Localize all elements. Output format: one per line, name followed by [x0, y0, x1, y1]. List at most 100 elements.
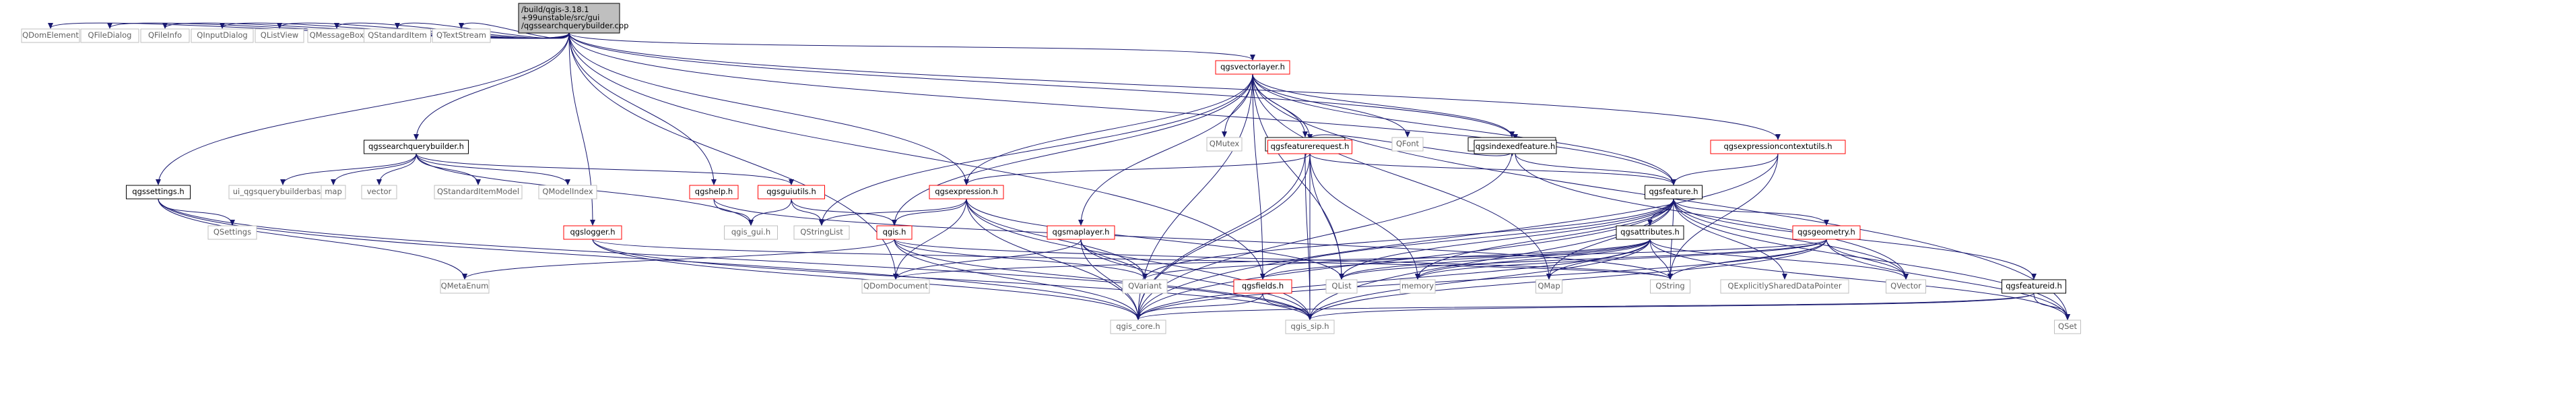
- node-box: [21, 28, 80, 43]
- node-qgsgeometry[interactable]: qgsgeometry.h: [1792, 225, 1861, 240]
- node-box: [364, 140, 469, 154]
- node-qgis-core: qgis_core.h: [1110, 319, 1166, 334]
- node-label: QInputDialog: [197, 30, 247, 40]
- edge-qgsfeature-to-QMap: [1546, 198, 1674, 280]
- node-label: QMap: [1538, 281, 1560, 291]
- node-box: [1391, 137, 1424, 152]
- node-qgssearchquerybuilder[interactable]: qgssearchquerybuilder.h: [364, 140, 469, 154]
- node-label: QFileDialog: [88, 30, 132, 40]
- edge-qgsexpressioncontextutils-to-qgsfeature: [1671, 153, 1779, 185]
- node-label: memory: [1401, 281, 1434, 291]
- edge-qgsmaplayer-to-QDomDocument: [893, 239, 1082, 280]
- node-label: /build/qgis-3.18.1: [521, 5, 589, 14]
- edge-qgssettings-to-qgis_sip: [158, 198, 1313, 320]
- node-qgsexpression[interactable]: qgsexpression.h: [929, 185, 1004, 200]
- node-label: qgsfeatureid.h: [2006, 281, 2062, 291]
- edge-qgsvectorlayer-to-QFont: [1252, 73, 1410, 138]
- node-qgsattributes[interactable]: qgsattributes.h: [1616, 225, 1684, 240]
- node-qgshelp[interactable]: qgshelp.h: [689, 185, 739, 200]
- edge-qgsexpression-to-qgis: [892, 198, 967, 226]
- node-qgsfields[interactable]: qgsfields.h: [1233, 279, 1292, 294]
- node-QFont: QFont: [1391, 137, 1424, 152]
- node-label: qgis_core.h: [1116, 322, 1160, 331]
- node-QInputDialog: QInputDialog: [191, 28, 254, 43]
- edge-qgsattributes-to-QVector: [1649, 239, 1909, 280]
- edge-root-to-qgsfields: [568, 32, 1265, 280]
- node-label: qgsvectorlayer.h: [1220, 62, 1285, 71]
- node-box: [876, 225, 913, 240]
- node-box: [1325, 279, 1358, 294]
- edge-qgsfeature-to-qgsgeometry: [1673, 198, 1829, 226]
- node-label: QStringList: [800, 227, 843, 237]
- node-map: map: [321, 185, 346, 200]
- node-label: QListView: [261, 30, 298, 40]
- edge-qgsindexedfeature-to-QVector: [1515, 153, 1909, 280]
- edge-qgsexpression-to-QStringList: [819, 198, 967, 226]
- edge-qgis-to-QString: [894, 239, 1673, 280]
- node-qgsguiutils[interactable]: qgsguiutils.h: [758, 185, 825, 200]
- node-QVariant: QVariant: [1122, 279, 1168, 294]
- edge-qgsattributes-to-QString: [1649, 239, 1673, 280]
- node-box: [1474, 140, 1557, 154]
- edge-qgsfeaturerequest-to-qgsexpression: [964, 153, 1311, 185]
- edge-qgsattributes-to-memory: [1415, 239, 1651, 280]
- node-qgsvectorlayer[interactable]: qgsvectorlayer.h: [1215, 60, 1290, 75]
- edge-qgsfeaturerequest-to-memory: [1309, 153, 1420, 280]
- node-qgsfeature[interactable]: qgsfeature.h: [1645, 185, 1703, 200]
- node-box: [1792, 225, 1861, 240]
- node-box: [321, 185, 346, 200]
- node-qgsexpressioncontextutils[interactable]: qgsexpressioncontextutils.h: [1710, 140, 1846, 154]
- node-label: QTextStream: [436, 30, 486, 40]
- node-label: QExplicitlySharedDataPointer: [1727, 281, 1841, 291]
- edge-qgshelp-to-QString: [713, 198, 1673, 280]
- node-box: [255, 28, 304, 43]
- node-QListView: QListView: [255, 28, 304, 43]
- edge-qgssearchquerybuilder-to-vector: [376, 153, 417, 185]
- node-qgsindexedfeature[interactable]: qgsindexedfeature.h: [1474, 140, 1557, 154]
- node-qgis[interactable]: qgis.h: [876, 225, 913, 240]
- node-label: qgsgeometry.h: [1797, 227, 1855, 237]
- node-qgsmaplayer[interactable]: qgsmaplayer.h: [1047, 225, 1115, 240]
- node-label: QList: [1331, 281, 1352, 291]
- edge-qgsfields-to-qgis_sip: [1262, 293, 1313, 320]
- edge-qgssearchquerybuilder-to-qgsguiutils: [416, 153, 794, 185]
- node-label: vector: [367, 187, 392, 196]
- edge-qgsfeature-to-QExplicitlySharedDataPointer: [1673, 198, 1787, 280]
- node-qgsfeaturerequest[interactable]: qgsfeaturerequest.h: [1267, 140, 1352, 154]
- node-qgsfeatureid[interactable]: qgsfeatureid.h: [2002, 279, 2066, 294]
- edge-qgsexpressioncontextutils-to-qgis_core: [1135, 153, 1779, 320]
- node-box: [361, 185, 397, 200]
- edge-qgsgeometry-to-QList: [1339, 239, 1827, 280]
- edge-qgsvectorlayer-to-qgsexpression: [964, 73, 1253, 185]
- node-root[interactable]: /build/qgis-3.18.1+99unstable/src/gui/qg…: [518, 3, 628, 34]
- node-box: [1710, 140, 1846, 154]
- edge-qgsgeometry-to-QSet: [1826, 239, 2070, 320]
- edge-root-to-QDomDocument: [568, 32, 898, 280]
- node-box: [1215, 60, 1290, 75]
- edge-qgsattributes-to-QVariant: [1142, 239, 1651, 280]
- node-label: qgshelp.h: [695, 187, 733, 196]
- node-QFileInfo: QFileInfo: [140, 28, 190, 43]
- edge-qgsgeometry-to-qgis_core: [1135, 239, 1827, 320]
- node-label: ui_qgsquerybuilderbase.h: [233, 187, 333, 196]
- edge-qgsfeatureid-to-qgis_core: [1135, 293, 2035, 320]
- node-box: [126, 185, 191, 200]
- node-box: [2054, 319, 2081, 334]
- node-label: QModelIndex: [542, 187, 593, 196]
- edge-root-to-qgssettings: [156, 32, 570, 185]
- edge-qgsexpression-to-qgis_core: [966, 198, 1141, 320]
- edge-qgsfeature-to-QVector: [1673, 198, 1909, 280]
- edge-qgsvectorlayer-to-qgsfeatureiterator: [1252, 73, 1515, 138]
- node-label: QStandardItem: [368, 30, 427, 40]
- node-label: QSet: [2058, 322, 2077, 331]
- node-label: QSettings: [213, 227, 251, 237]
- edge-qgsvectorlayer-to-qgsmaplayer: [1078, 73, 1253, 226]
- node-qgslogger[interactable]: qgslogger.h: [563, 225, 622, 240]
- edge-qgsexpressioncontextutils-to-QString: [1667, 153, 1779, 280]
- node-label: qgsexpression.h: [935, 187, 998, 196]
- edge-root-to-qgshelp: [568, 32, 717, 185]
- node-qgssettings[interactable]: qgssettings.h: [126, 185, 191, 200]
- node-QMessageBox: QMessageBox: [307, 28, 366, 43]
- node-label: qgsmaplayer.h: [1053, 227, 1110, 237]
